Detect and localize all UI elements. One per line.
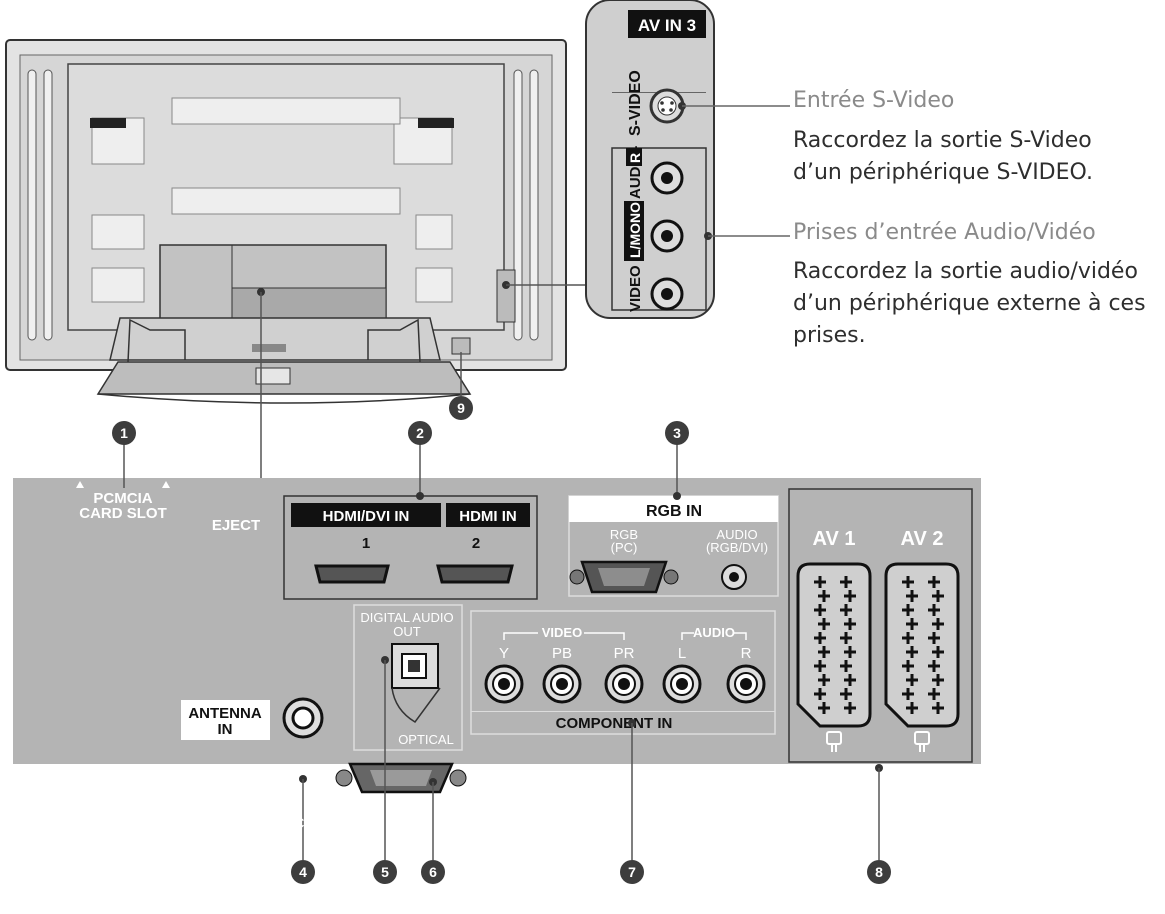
marker-badge-4 <box>291 860 315 884</box>
marker-badge-7 <box>620 860 644 884</box>
rs232c-label-2: (CONTROL & SERVICE) <box>289 815 456 832</box>
svideo-callout-line-2: d’un périphérique S-VIDEO. <box>793 160 1093 185</box>
rgb-pc-port <box>569 560 679 594</box>
av-callout-line-2: d’un périphérique externe à ces <box>793 291 1146 316</box>
component-jack-label-3: L <box>678 645 686 662</box>
eject-label: EJECT <box>212 517 260 534</box>
av1-ground-icon <box>826 731 842 752</box>
antenna-port <box>282 697 324 739</box>
rgb-audio-label-1: AUDIO <box>716 527 757 542</box>
marker-badge-9 <box>449 396 473 420</box>
optical-label: OPTICAL <box>398 732 454 747</box>
av-callout-line-3: prises. <box>793 323 866 348</box>
marker-badge-1 <box>112 421 136 445</box>
component-jack-1 <box>542 664 582 704</box>
marker-number-8: 8 <box>875 864 883 880</box>
marker-number-1: 1 <box>120 425 128 441</box>
component-jack-3 <box>662 664 702 704</box>
rgb-audio-jack <box>721 564 747 590</box>
rs232c-port <box>335 762 467 794</box>
hdmi1-title: HDMI/DVI IN <box>323 508 410 525</box>
marker-badge-8 <box>867 860 891 884</box>
av-in-3-label: AV IN 3 <box>638 16 696 35</box>
component-jack-4 <box>726 664 766 704</box>
component-jack-label-0: Y <box>499 645 509 662</box>
marker-badge-6 <box>421 860 445 884</box>
component-jack-row: Y PB PR L R <box>484 645 766 704</box>
hdmi2-number: 2 <box>472 535 480 552</box>
rear-connection-panel: PCMCIA CARD SLOT EJECT HDMI/DVI IN HDMI … <box>13 444 981 860</box>
l-mono-side-label: L/MONO <box>627 202 643 258</box>
av2-scart-port <box>884 562 960 728</box>
rgb-audio-label-2: (RGB/DVI) <box>706 540 768 555</box>
digital-audio-label-2: OUT <box>393 624 421 639</box>
svideo-callout-line-1: Raccordez la sortie S-Video <box>793 128 1092 153</box>
marker-number-5: 5 <box>381 864 389 880</box>
rs232c-label-1: RS-232C IN <box>362 799 443 816</box>
digital-audio-label-1: DIGITAL AUDIO <box>360 610 453 625</box>
audio-r-badge: R <box>627 153 643 163</box>
optical-port <box>391 643 441 723</box>
marker-number-7: 7 <box>628 864 636 880</box>
hdmi2-title: HDMI IN <box>459 508 517 525</box>
rgb-in-title: RGB IN <box>646 503 702 520</box>
av-callout-title: Prises d’entrée Audio/Vidéo <box>793 220 1096 245</box>
component-jack-2 <box>604 664 644 704</box>
component-in-label: COMPONENT IN <box>556 715 673 732</box>
av-callout-body: Raccordez la sortie audio/vidéo d’un pér… <box>793 256 1146 352</box>
svideo-callout-title: Entrée S-Video <box>793 88 955 113</box>
audio-r-jack <box>650 161 684 195</box>
marker-badge-2 <box>408 421 432 445</box>
svideo-callout-body: Raccordez la sortie S-Video d’un périphé… <box>793 125 1093 189</box>
tv-rear-view <box>5 39 567 404</box>
hdmi2-port <box>436 564 514 584</box>
component-jack-label-2: PR <box>614 645 635 662</box>
av2-label: AV 2 <box>901 528 944 550</box>
video-jack <box>650 277 684 311</box>
pcmcia-label-2: CARD SLOT <box>79 505 167 522</box>
marker-number-3: 3 <box>673 425 681 441</box>
rgb-pc-label-2: (PC) <box>611 540 638 555</box>
marker-number-6: 6 <box>429 864 437 880</box>
component-jack-0 <box>484 664 524 704</box>
rgb-pc-label-1: RGB <box>610 527 638 542</box>
av2-ground-icon <box>914 731 930 752</box>
hdmi1-number: 1 <box>362 535 370 552</box>
side-av-panel: AV IN 3 S-VIDEO <box>506 0 790 319</box>
video-side-label: VIDEO <box>627 265 644 312</box>
number-markers: 1 2 3 4 5 6 7 8 9 <box>112 396 891 884</box>
svideo-side-label: S-VIDEO <box>627 70 644 136</box>
marker-badge-3 <box>665 421 689 445</box>
marker-badge-5 <box>373 860 397 884</box>
pcmcia-label-1: PCMCIA <box>93 490 152 507</box>
antenna-label-2: IN <box>218 721 233 738</box>
audio-l-mono-jack <box>650 219 684 253</box>
marker-number-9: 9 <box>457 400 465 416</box>
hdmi1-port <box>314 564 390 584</box>
marker-number-2: 2 <box>416 425 424 441</box>
av1-scart-port <box>796 562 872 728</box>
component-audio-group: AUDIO <box>693 625 735 640</box>
component-jack-label-4: R <box>741 645 752 662</box>
marker-number-4: 4 <box>299 864 307 880</box>
av1-label: AV 1 <box>813 528 856 550</box>
component-video-group: VIDEO <box>542 625 582 640</box>
component-jack-label-1: PB <box>552 645 572 662</box>
av-callout-line-1: Raccordez la sortie audio/vidéo <box>793 259 1138 284</box>
antenna-label-1: ANTENNA <box>188 705 261 722</box>
